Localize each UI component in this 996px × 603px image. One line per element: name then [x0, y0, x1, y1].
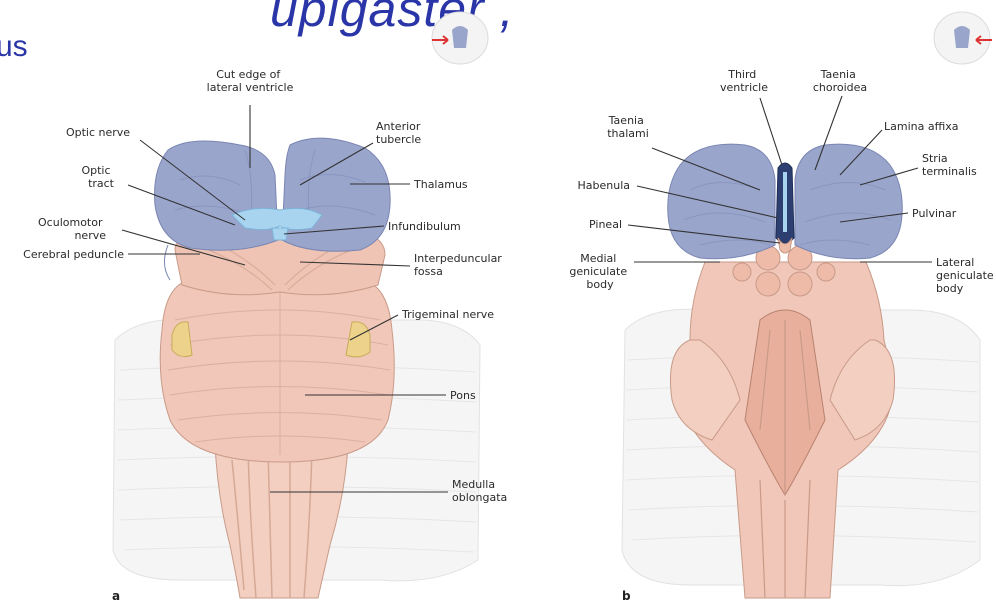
label-lateral-geniculate: Lateral geniculate body [936, 256, 996, 295]
label-pons: Pons [450, 389, 476, 402]
label-pineal: Pineal [589, 218, 622, 231]
label-oculomotor: Oculomotor nerve [38, 216, 106, 242]
label-infundibulum: Infundibulum [388, 220, 461, 233]
panel-letter-a: a [112, 589, 120, 603]
label-trigeminal: Trigeminal nerve [401, 308, 494, 321]
label-cut-edge: Cut edge of lateral ventricle [207, 68, 294, 94]
head-orientation-icon-b [934, 12, 992, 64]
label-stria-terminalis: Stria terminalis [922, 152, 977, 178]
label-thalamus: Thalamus [413, 178, 468, 191]
thalamus-right-a [282, 138, 390, 251]
label-medial-geniculate: Medial geniculate body [569, 252, 630, 291]
optic-chiasm-a [232, 208, 322, 229]
label-pulvinar: Pulvinar [912, 207, 957, 220]
label-cerebral-peduncle: Cerebral peduncle [23, 248, 124, 261]
label-optic-tract: Optic tract [81, 164, 114, 190]
label-taenia-choroidea: Taenia choroidea [813, 68, 867, 94]
label-interpeduncular: Interpeduncular fossa [414, 252, 505, 278]
pons-a [160, 280, 394, 462]
thalamus-left-a [155, 141, 278, 250]
label-lamina-affixa: Lamina affixa [884, 120, 958, 133]
label-habenula: Habenula [577, 179, 630, 192]
label-taenia-thalami: Taenia thalami [607, 114, 649, 140]
label-medulla: Medulla oblongata [452, 478, 507, 504]
panel-letter-b: b [622, 589, 631, 603]
label-anterior-tubercle: Anterior tubercle [376, 120, 424, 146]
label-third-ventricle: Third ventricle [720, 68, 768, 94]
label-optic-nerve: Optic nerve [66, 126, 130, 139]
head-orientation-icon-a [432, 12, 488, 64]
trigeminal-left-a [172, 322, 192, 357]
